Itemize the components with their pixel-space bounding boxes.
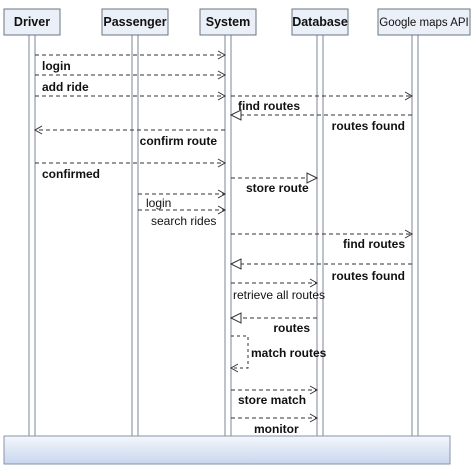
message-11: find routes [231, 229, 414, 251]
arrowhead [306, 172, 319, 184]
participant-passenger: Passenger [101, 8, 169, 36]
message-5: routes found [229, 109, 412, 133]
message-label: confirm route [140, 134, 218, 148]
message-6: confirm route [33, 125, 225, 148]
arrowhead [309, 385, 319, 395]
arrowhead [217, 205, 227, 215]
message-3: add ride [35, 80, 227, 101]
lifeline-passenger [131, 34, 139, 437]
message-16: store match [231, 385, 319, 407]
message-14: routes [229, 312, 317, 335]
message-label: routes [273, 321, 310, 335]
arrowhead [309, 278, 319, 288]
message-label: routes found [332, 119, 405, 133]
arrowhead [229, 109, 242, 121]
lifeline-database [316, 34, 324, 437]
message-line [231, 335, 249, 369]
participant-label: Database [292, 15, 348, 29]
message-2: login [35, 59, 227, 80]
participant-database: Database [291, 8, 349, 36]
participant-label: Passenger [103, 15, 166, 29]
message-label: store route [246, 181, 309, 195]
participant-label: Driver [14, 15, 50, 29]
message-label: find routes [343, 237, 405, 251]
message-label: login [42, 59, 71, 73]
arrowhead [217, 70, 227, 80]
arrowhead [404, 229, 414, 239]
message-label: monitor [254, 422, 299, 436]
message-4: find routes [231, 91, 414, 113]
message-10: search rides [138, 205, 227, 228]
message-label: routes found [332, 269, 405, 283]
message-label: confirmed [42, 167, 100, 181]
message-7: confirmed [35, 158, 227, 181]
lifeline-maps [411, 34, 419, 437]
message-12: routes found [229, 258, 412, 283]
message-17: monitor [231, 413, 319, 436]
footer-bar [3, 435, 451, 465]
arrowhead [217, 189, 227, 199]
participant-driver: Driver [3, 8, 61, 36]
message-8: store route [231, 172, 319, 195]
message-13: retrieve all routes [231, 278, 325, 302]
message-9: login [138, 189, 227, 210]
message-1 [35, 50, 227, 60]
arrowhead [217, 91, 227, 101]
message-label: add ride [42, 80, 89, 94]
message-label: search rides [151, 214, 216, 228]
message-label: retrieve all routes [233, 288, 325, 302]
lifeline-system [224, 34, 232, 437]
arrowhead [309, 413, 319, 423]
message-label: match routes [251, 346, 327, 360]
message-label: find routes [238, 99, 300, 113]
arrowhead [33, 125, 43, 135]
participant-maps: Google maps API [377, 8, 471, 36]
message-label: login [146, 196, 171, 210]
participant-system: System [199, 8, 257, 36]
participant-label: System [206, 15, 250, 29]
arrowhead [229, 312, 242, 324]
lifeline-driver [28, 34, 36, 437]
message-15: match routes [229, 335, 327, 373]
message-label: store match [238, 393, 306, 407]
arrowhead [229, 258, 242, 270]
arrowhead [217, 50, 227, 60]
participant-label: Google maps API [379, 17, 469, 29]
arrowhead [229, 363, 239, 373]
arrowhead [404, 91, 414, 101]
arrowhead [217, 158, 227, 168]
